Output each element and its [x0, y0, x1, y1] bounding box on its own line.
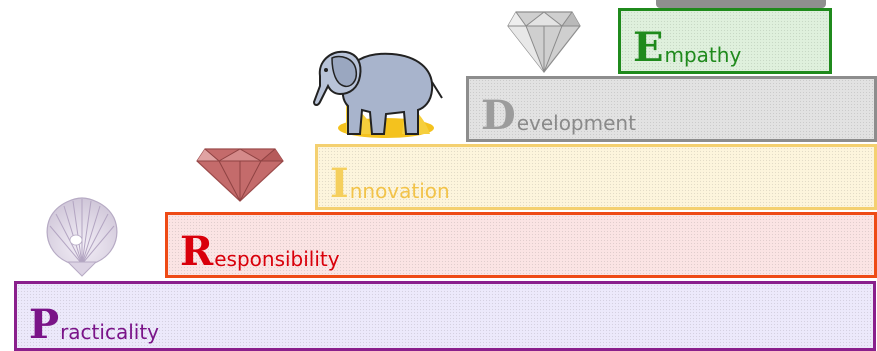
step-development: D evelopment	[466, 76, 877, 142]
label-text: nnovation	[349, 179, 450, 203]
step-label-practicality: P racticality	[29, 301, 159, 348]
label-text: racticality	[60, 320, 159, 344]
initial-letter: R	[180, 228, 214, 275]
label-text: evelopment	[516, 111, 636, 135]
elephant-icon	[312, 50, 443, 138]
step-responsibility: R esponsibility	[165, 212, 877, 278]
initial-letter: P	[29, 301, 60, 348]
step-label-innovation: I nnovation	[330, 160, 450, 207]
ruby-diamond-icon	[196, 148, 284, 202]
initial-letter: E	[633, 24, 664, 71]
seashell-icon	[46, 197, 118, 277]
initial-letter: I	[330, 160, 349, 207]
label-text: esponsibility	[214, 247, 340, 271]
top-gray-tab	[656, 0, 826, 8]
label-text: mpathy	[664, 43, 742, 67]
initial-letter: D	[481, 92, 516, 139]
step-label-responsibility: R esponsibility	[180, 228, 340, 275]
step-practicality: P racticality	[14, 281, 876, 351]
step-empathy: E mpathy	[618, 8, 832, 74]
silver-diamond-icon	[507, 11, 581, 73]
step-label-development: D evelopment	[481, 92, 636, 139]
step-label-empathy: E mpathy	[633, 24, 742, 71]
step-innovation: I nnovation	[315, 144, 877, 210]
